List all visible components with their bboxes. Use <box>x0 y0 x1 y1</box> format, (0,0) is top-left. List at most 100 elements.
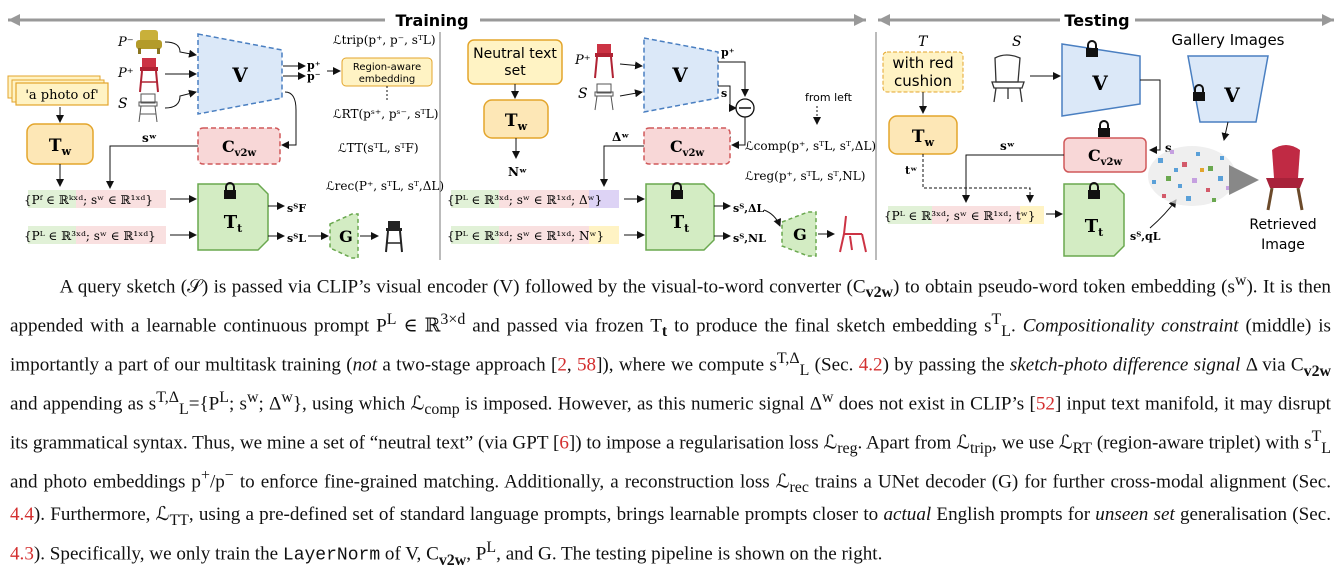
input-neg-label: P⁻ <box>117 35 134 50</box>
sw-label-test: sʷ <box>1000 139 1015 153</box>
loss-tt: ℒTT(sᵀL, sᵀF) <box>338 141 419 155</box>
retrieved-label-1: Retrieved <box>1249 217 1316 233</box>
svg-text:{Pᴸ ∈ ℝ³ˣᵈ; sʷ ∈ ℝ¹ˣᵈ}: {Pᴸ ∈ ℝ³ˣᵈ; sʷ ∈ ℝ¹ˣᵈ} <box>24 229 156 243</box>
svg-text:V: V <box>671 63 688 87</box>
svg-text:Neutral text: Neutral text <box>473 46 557 62</box>
prompt-pf-left: {Pᶠ ∈ ℝᵏˣᵈ; sʷ ∈ ℝ¹ˣᵈ} <box>24 190 166 208</box>
decoder-g-left: G <box>329 213 359 259</box>
loss-rec: ℒrec(P⁺, sᵀL, sᵀ,ΔL) <box>326 179 444 193</box>
tw-label: tʷ <box>905 164 917 177</box>
sketch-stool-icon <box>138 93 158 123</box>
svg-text:set: set <box>504 63 526 79</box>
cite-2[interactable]: 2 <box>557 354 567 376</box>
loss-trip: ℒtrip(p⁺, p⁻, sᵀL) <box>333 33 436 47</box>
svg-text:cushion: cushion <box>894 72 952 90</box>
decoder-g-mid: G <box>781 211 817 257</box>
svg-text:G: G <box>793 225 807 244</box>
out-q: sᵀ,qL <box>1130 230 1161 243</box>
svg-text:{Pᴸ ∈ ℝ³ˣᵈ; sʷ ∈ ℝ¹ˣᵈ; Δʷ}: {Pᴸ ∈ ℝ³ˣᵈ; sʷ ∈ ℝ¹ˣᵈ; Δʷ} <box>447 193 602 207</box>
svg-text:{Pᶠ ∈ ℝᵏˣᵈ; sʷ ∈ ℝ¹ˣᵈ}: {Pᶠ ∈ ℝᵏˣᵈ; sʷ ∈ ℝ¹ˣᵈ} <box>24 193 153 207</box>
generated-stool-icon <box>385 221 403 253</box>
caption-paragraph: A query sketch (𝒮) is passed via CLIP’s … <box>10 272 1332 569</box>
svg-text:Region-aware: Region-aware <box>353 62 421 73</box>
from-left-label: from left <box>805 91 853 104</box>
retrieved-red-chair-icon <box>1266 145 1304 211</box>
ref-sec-4-2[interactable]: 4.2 <box>858 354 883 376</box>
red-barstool-icon-mid <box>594 44 614 79</box>
cv2w-left: Cv2w <box>197 127 281 165</box>
prompt-delta-mid: {Pᴸ ∈ ℝ³ˣᵈ; sʷ ∈ ℝ¹ˣᵈ; Δʷ} <box>447 190 619 208</box>
svg-text:G: G <box>339 227 353 246</box>
cite-6[interactable]: 6 <box>559 432 569 454</box>
cite-58[interactable]: 58 <box>576 354 597 376</box>
svg-text:{Pᴸ ∈ ℝ³ˣᵈ; sʷ ∈ ℝ¹ˣᵈ; Nʷ}: {Pᴸ ∈ ℝ³ˣᵈ; sʷ ∈ ℝ¹ˣᵈ; Nʷ} <box>447 229 604 243</box>
prompt-pl-left: {Pᴸ ∈ ℝ³ˣᵈ; sʷ ∈ ℝ¹ˣᵈ} <box>24 226 166 244</box>
loss-reg: ℒreg(p⁺, sᵀL, sᵀ,NL) <box>745 169 865 183</box>
mid-input-sketch: S <box>578 86 588 102</box>
prompt-n-mid: {Pᴸ ∈ ℝ³ˣᵈ; sʷ ∈ ℝ¹ˣᵈ; Nʷ} <box>447 226 619 244</box>
testing-header: Testing <box>878 11 1334 30</box>
embedding-space-scatter <box>1148 146 1236 206</box>
minus-operator-icon <box>735 98 755 118</box>
testing-title: Testing <box>1064 11 1129 30</box>
sketch-stool-icon-mid <box>594 83 614 111</box>
p-plus-label: p⁻ <box>307 70 321 83</box>
cv2w-test: Cv2w <box>1063 120 1147 173</box>
pipeline-figure: Training Testing 'a photo of' Tw P⁻ P⁺ S <box>0 0 1341 268</box>
input-pos-label: P⁺ <box>117 66 134 81</box>
text-encoder-tt-mid: Tt <box>645 182 715 251</box>
prompt-test: {Pᴸ ∈ ℝ³ˣᵈ; sʷ ∈ ℝ¹ˣᵈ; tʷ} <box>884 206 1044 224</box>
p-plus-mid: p⁺ <box>721 46 735 59</box>
figure-caption: A query sketch (𝒮) is passed via CLIP’s … <box>10 268 1331 574</box>
gallery-images-label: Gallery Images <box>1172 31 1285 49</box>
mid-input-pos: P⁺ <box>574 53 591 68</box>
cv2w-mid: Cv2w <box>643 127 731 165</box>
svg-text:V: V <box>1223 83 1240 107</box>
test-s-label: S <box>1012 34 1022 50</box>
ref-sec-4-4[interactable]: 4.4 <box>10 504 34 526</box>
nw-label: Nʷ <box>508 165 527 179</box>
query-sketch-chair-icon <box>991 54 1025 103</box>
out-delta: sᵀ,ΔL <box>733 202 765 215</box>
p-minus-label: p⁺ <box>307 59 321 72</box>
text-encoder-w-test: Tw <box>888 115 958 155</box>
loss-comp: ℒcomp(p⁺, sᵀL, sᵀ,ΔL) <box>745 139 876 153</box>
delta-w-label: Δʷ <box>612 130 629 144</box>
svg-text:embedding: embedding <box>359 74 416 85</box>
query-text-box: with red cushion <box>882 51 964 93</box>
visual-encoder-v-test: V <box>1061 40 1141 117</box>
svg-text:V: V <box>231 63 248 87</box>
text-encoder-w-mid: Tw <box>483 99 549 139</box>
out-sf: sᵀF <box>287 202 306 215</box>
text-encoder-tt-test: Tt <box>1063 182 1125 257</box>
armchair-icon <box>136 30 162 54</box>
visual-encoder-v-mid: V <box>643 37 719 113</box>
region-aware-embedding-box: Region-aware embedding <box>341 57 433 87</box>
out-sl: sᵀL <box>287 232 306 245</box>
s-label-test: s <box>1165 141 1172 155</box>
training-header: Training <box>8 11 866 30</box>
neutral-text-box: Neutral text set <box>467 39 563 85</box>
svg-text:{Pᴸ ∈ ℝ³ˣᵈ; sʷ ∈ ℝ¹ˣᵈ; tʷ}: {Pᴸ ∈ ℝ³ˣᵈ; sʷ ∈ ℝ¹ˣᵈ; tʷ} <box>884 209 1035 223</box>
text-encoder-w-left: Tw <box>26 123 94 165</box>
text-encoder-tt-left: Tt <box>197 182 269 251</box>
cite-52[interactable]: 52 <box>1035 393 1055 415</box>
svg-text:V: V <box>1091 71 1108 95</box>
visual-encoder-v-gallery: V <box>1187 55 1269 123</box>
training-title: Training <box>395 11 468 30</box>
prompt-cards: 'a photo of' <box>7 75 109 106</box>
svg-text:with red: with red <box>892 54 953 72</box>
retrieved-label-2: Image <box>1261 237 1305 253</box>
s-label-mid: s <box>721 87 727 100</box>
test-t-label: T <box>918 34 929 50</box>
red-barstool-icon <box>139 58 159 93</box>
visual-encoder-v-left: V <box>197 33 283 115</box>
input-sketch-label: S <box>118 96 128 112</box>
generated-red-chair-icon <box>839 215 867 253</box>
lock-icon <box>224 182 236 199</box>
sw-label-left: sʷ <box>142 131 157 145</box>
ref-sec-4-3[interactable]: 4.3 <box>10 543 34 565</box>
out-n: sᵀ,NL <box>733 232 766 245</box>
loss-rt: ℒRT(pˢ⁺, pˢ⁻, sᵀL) <box>333 107 438 121</box>
prompt-card-text: 'a photo of' <box>25 88 98 103</box>
